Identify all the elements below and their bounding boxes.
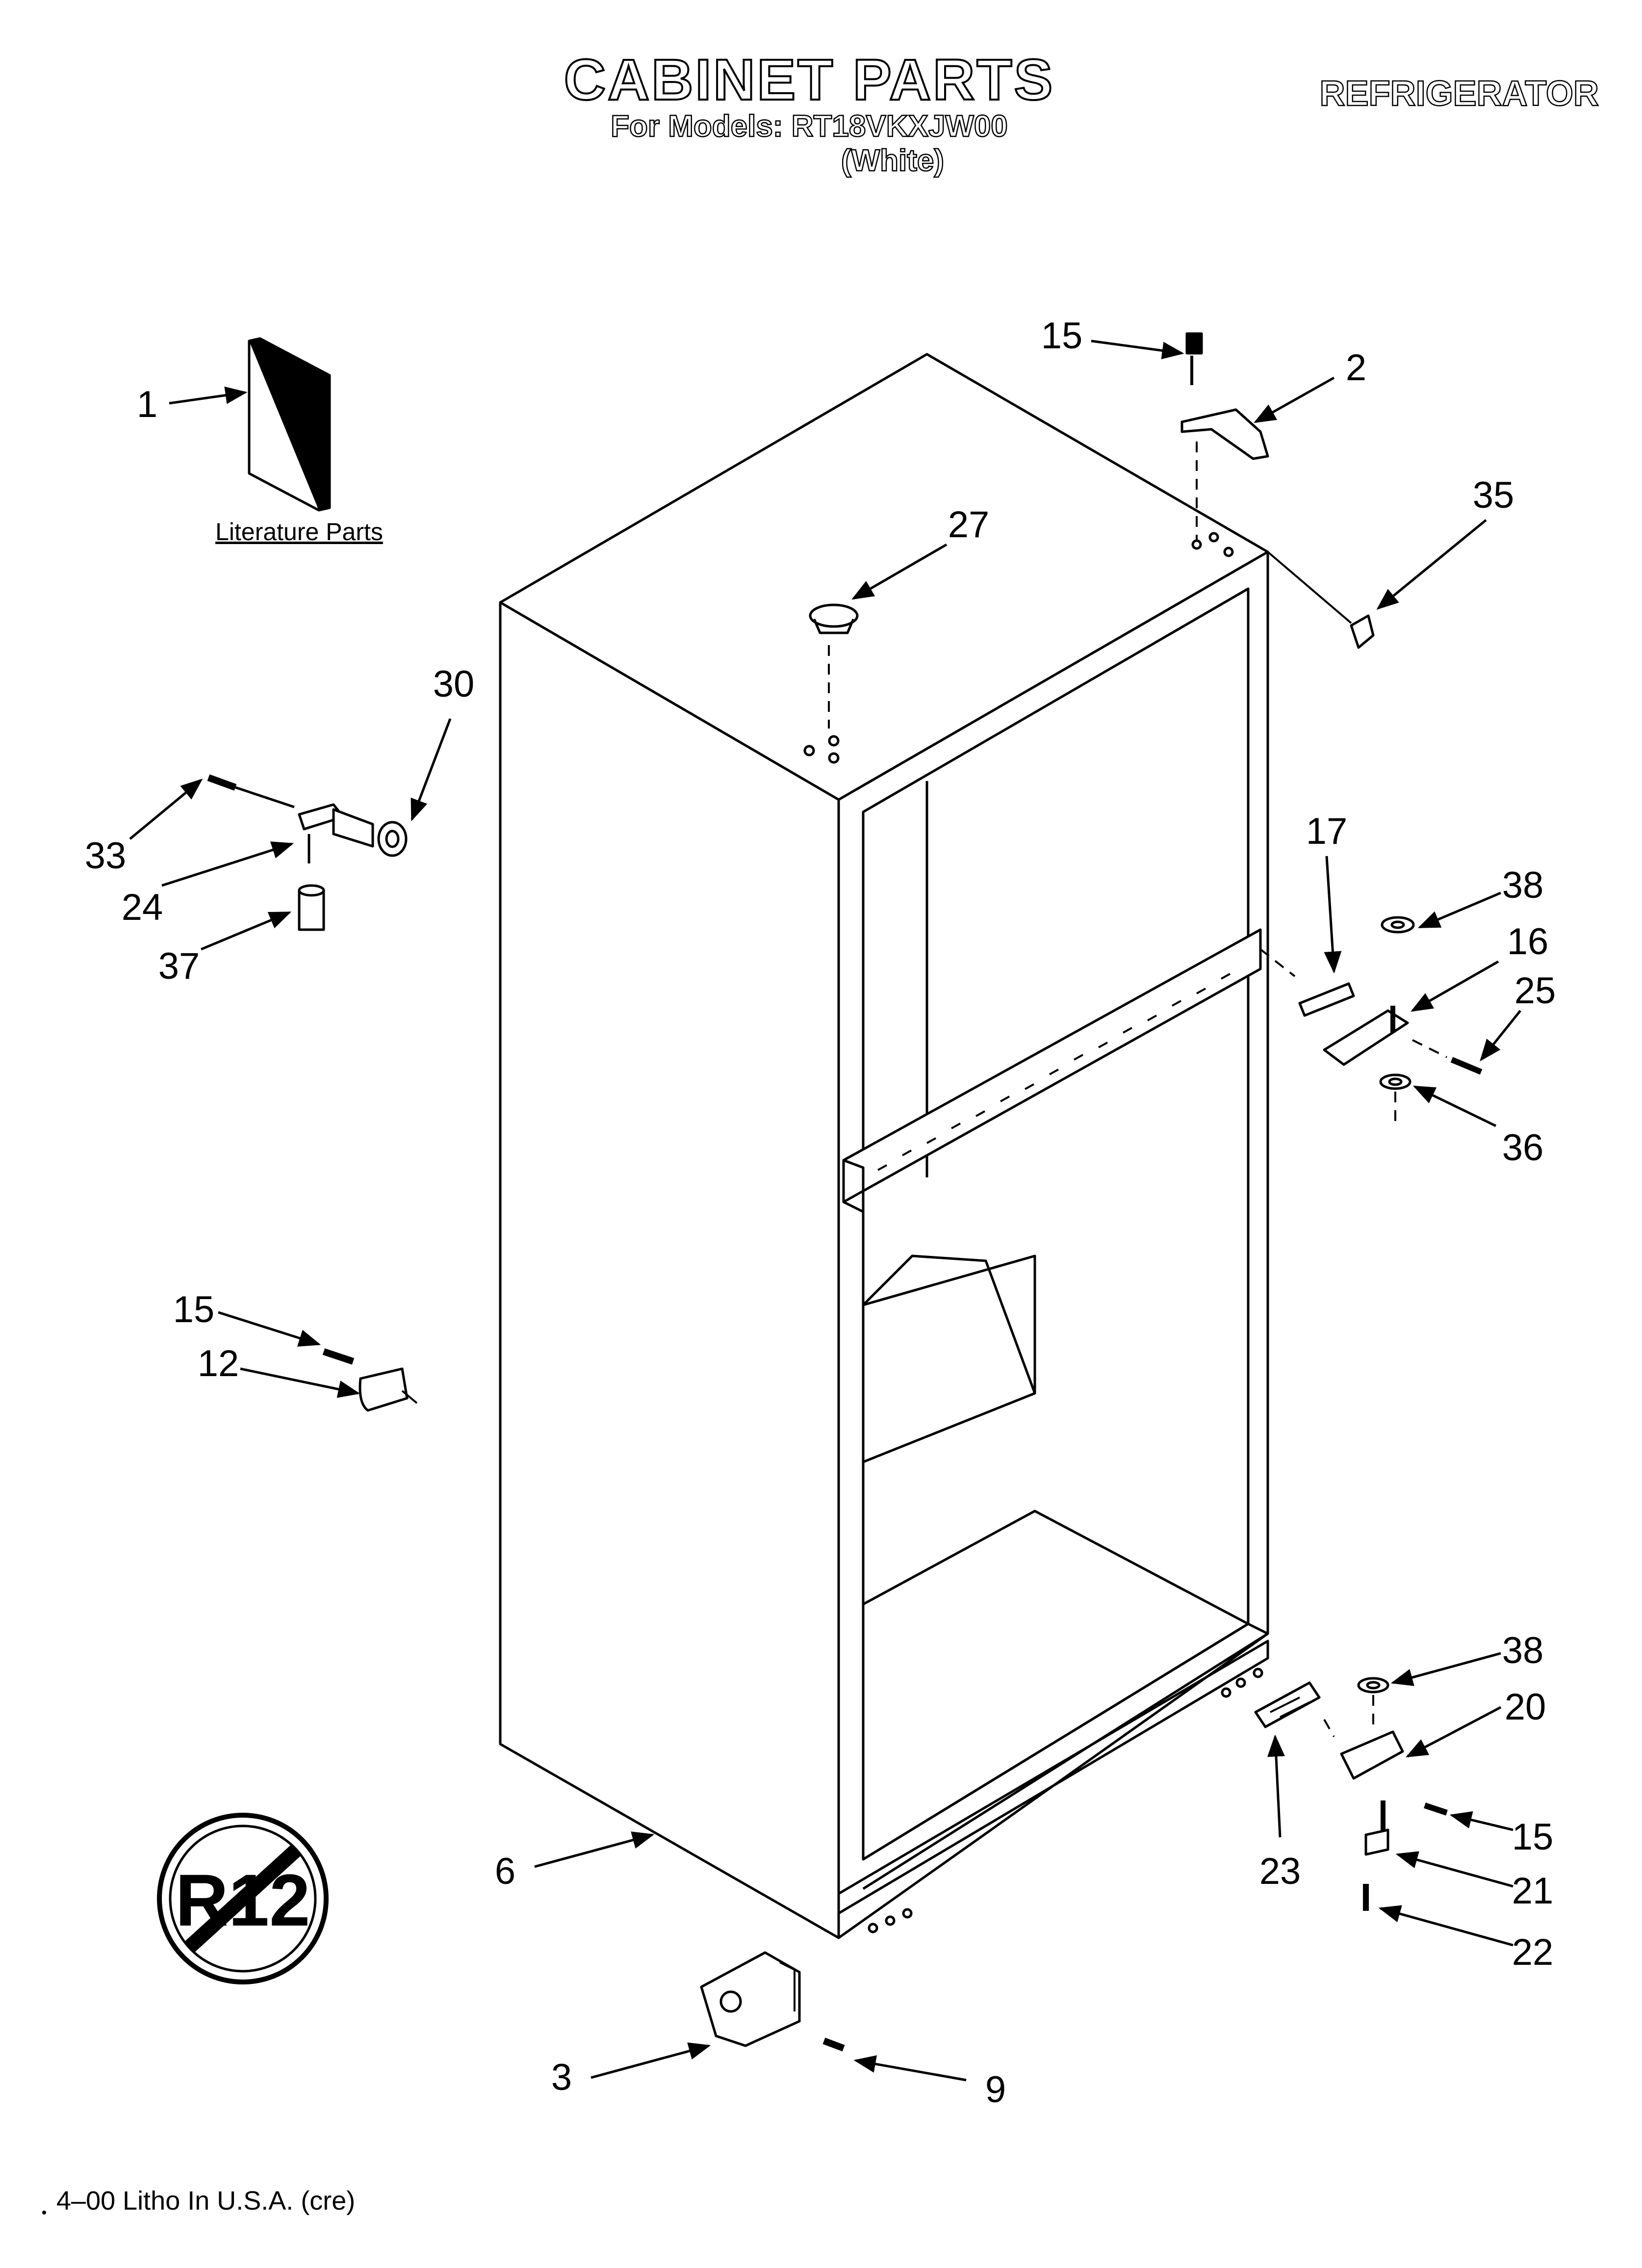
leader-15-side bbox=[218, 1311, 321, 1347]
callout-24: 24 bbox=[122, 886, 163, 928]
leader-25 bbox=[1480, 1010, 1521, 1062]
callout-38-mid: 38 bbox=[1502, 864, 1544, 906]
side-clip-assembly bbox=[322, 1348, 418, 1412]
callout-15-top: 15 bbox=[1041, 315, 1083, 357]
r12-badge-text: R12 bbox=[175, 1859, 310, 1941]
callout-6: 6 bbox=[495, 1851, 515, 1892]
callout-9: 9 bbox=[985, 2069, 1006, 2111]
callout-36: 36 bbox=[1502, 1127, 1544, 1169]
top-hinge-assembly bbox=[1180, 332, 1269, 540]
callout-33: 33 bbox=[85, 835, 127, 877]
no-r12-badge bbox=[157, 1813, 329, 1984]
bottom-hinge-assembly bbox=[1254, 1677, 1448, 1911]
leader-12 bbox=[240, 1367, 360, 1398]
rail-slots bbox=[877, 973, 1231, 1171]
callout-12: 12 bbox=[198, 1343, 239, 1384]
roller-assembly bbox=[700, 1951, 845, 2052]
footer-dot bbox=[42, 2211, 46, 2215]
literature-booklet bbox=[248, 337, 331, 512]
color-variant: (White) bbox=[841, 143, 945, 179]
center-hinge-assembly bbox=[1259, 916, 1483, 1121]
leader-3 bbox=[590, 2042, 711, 2079]
leader-38-bottom bbox=[1390, 1652, 1501, 1686]
cabinet-body bbox=[499, 353, 1269, 1939]
leader-15-top bbox=[1091, 339, 1184, 360]
callout-16: 16 bbox=[1507, 921, 1549, 963]
leader-6 bbox=[534, 1831, 655, 1868]
leader-22 bbox=[1378, 1905, 1514, 1947]
callout-20: 20 bbox=[1505, 1686, 1546, 1728]
leader-16 bbox=[1411, 960, 1499, 1012]
diagram-title: CABINET PARTS bbox=[563, 47, 1055, 113]
leader-30 bbox=[410, 718, 452, 822]
top-plug bbox=[809, 603, 859, 729]
models-line: For Models: RT18VKXJW00 bbox=[610, 109, 1008, 144]
hinge-cover bbox=[1267, 551, 1375, 649]
leader-17 bbox=[1324, 856, 1342, 974]
leader-37 bbox=[201, 911, 292, 951]
callout-25: 25 bbox=[1514, 970, 1556, 1012]
callout-23: 23 bbox=[1259, 1851, 1301, 1892]
leader-21 bbox=[1395, 1851, 1514, 1888]
callout-1: 1 bbox=[137, 384, 157, 425]
callout-35: 35 bbox=[1473, 474, 1514, 516]
leader-27 bbox=[851, 543, 948, 600]
leader-1 bbox=[169, 386, 248, 405]
callout-38-bottom: 38 bbox=[1502, 1630, 1544, 1671]
handle-bracket-assembly bbox=[207, 774, 408, 931]
leader-36 bbox=[1412, 1085, 1497, 1127]
leader-33 bbox=[129, 779, 203, 840]
callout-27: 27 bbox=[948, 504, 990, 546]
leader-15-bottom bbox=[1449, 1811, 1514, 1831]
literature-parts-caption: Literature Parts bbox=[215, 518, 383, 546]
callout-30: 30 bbox=[433, 663, 475, 705]
leader-20 bbox=[1406, 1706, 1502, 1758]
product-type: REFRIGERATOR bbox=[1319, 74, 1599, 114]
callout-2: 2 bbox=[1346, 347, 1366, 389]
leader-23 bbox=[1267, 1734, 1285, 1838]
leader-35 bbox=[1376, 519, 1487, 610]
leader-24 bbox=[161, 841, 294, 887]
callout-21: 21 bbox=[1512, 1870, 1554, 1912]
callout-17: 17 bbox=[1306, 810, 1348, 852]
callout-15-side: 15 bbox=[173, 1289, 215, 1330]
callout-22: 22 bbox=[1512, 1931, 1554, 1973]
leader-38-mid bbox=[1417, 891, 1501, 929]
callout-15-bottom: 15 bbox=[1512, 1816, 1554, 1858]
callout-37: 37 bbox=[158, 945, 200, 987]
print-footer: 4–00 Litho In U.S.A. (cre) bbox=[56, 2186, 356, 2216]
leader-9 bbox=[853, 2055, 967, 2082]
callout-3: 3 bbox=[551, 2057, 572, 2098]
leader-2 bbox=[1254, 376, 1335, 423]
